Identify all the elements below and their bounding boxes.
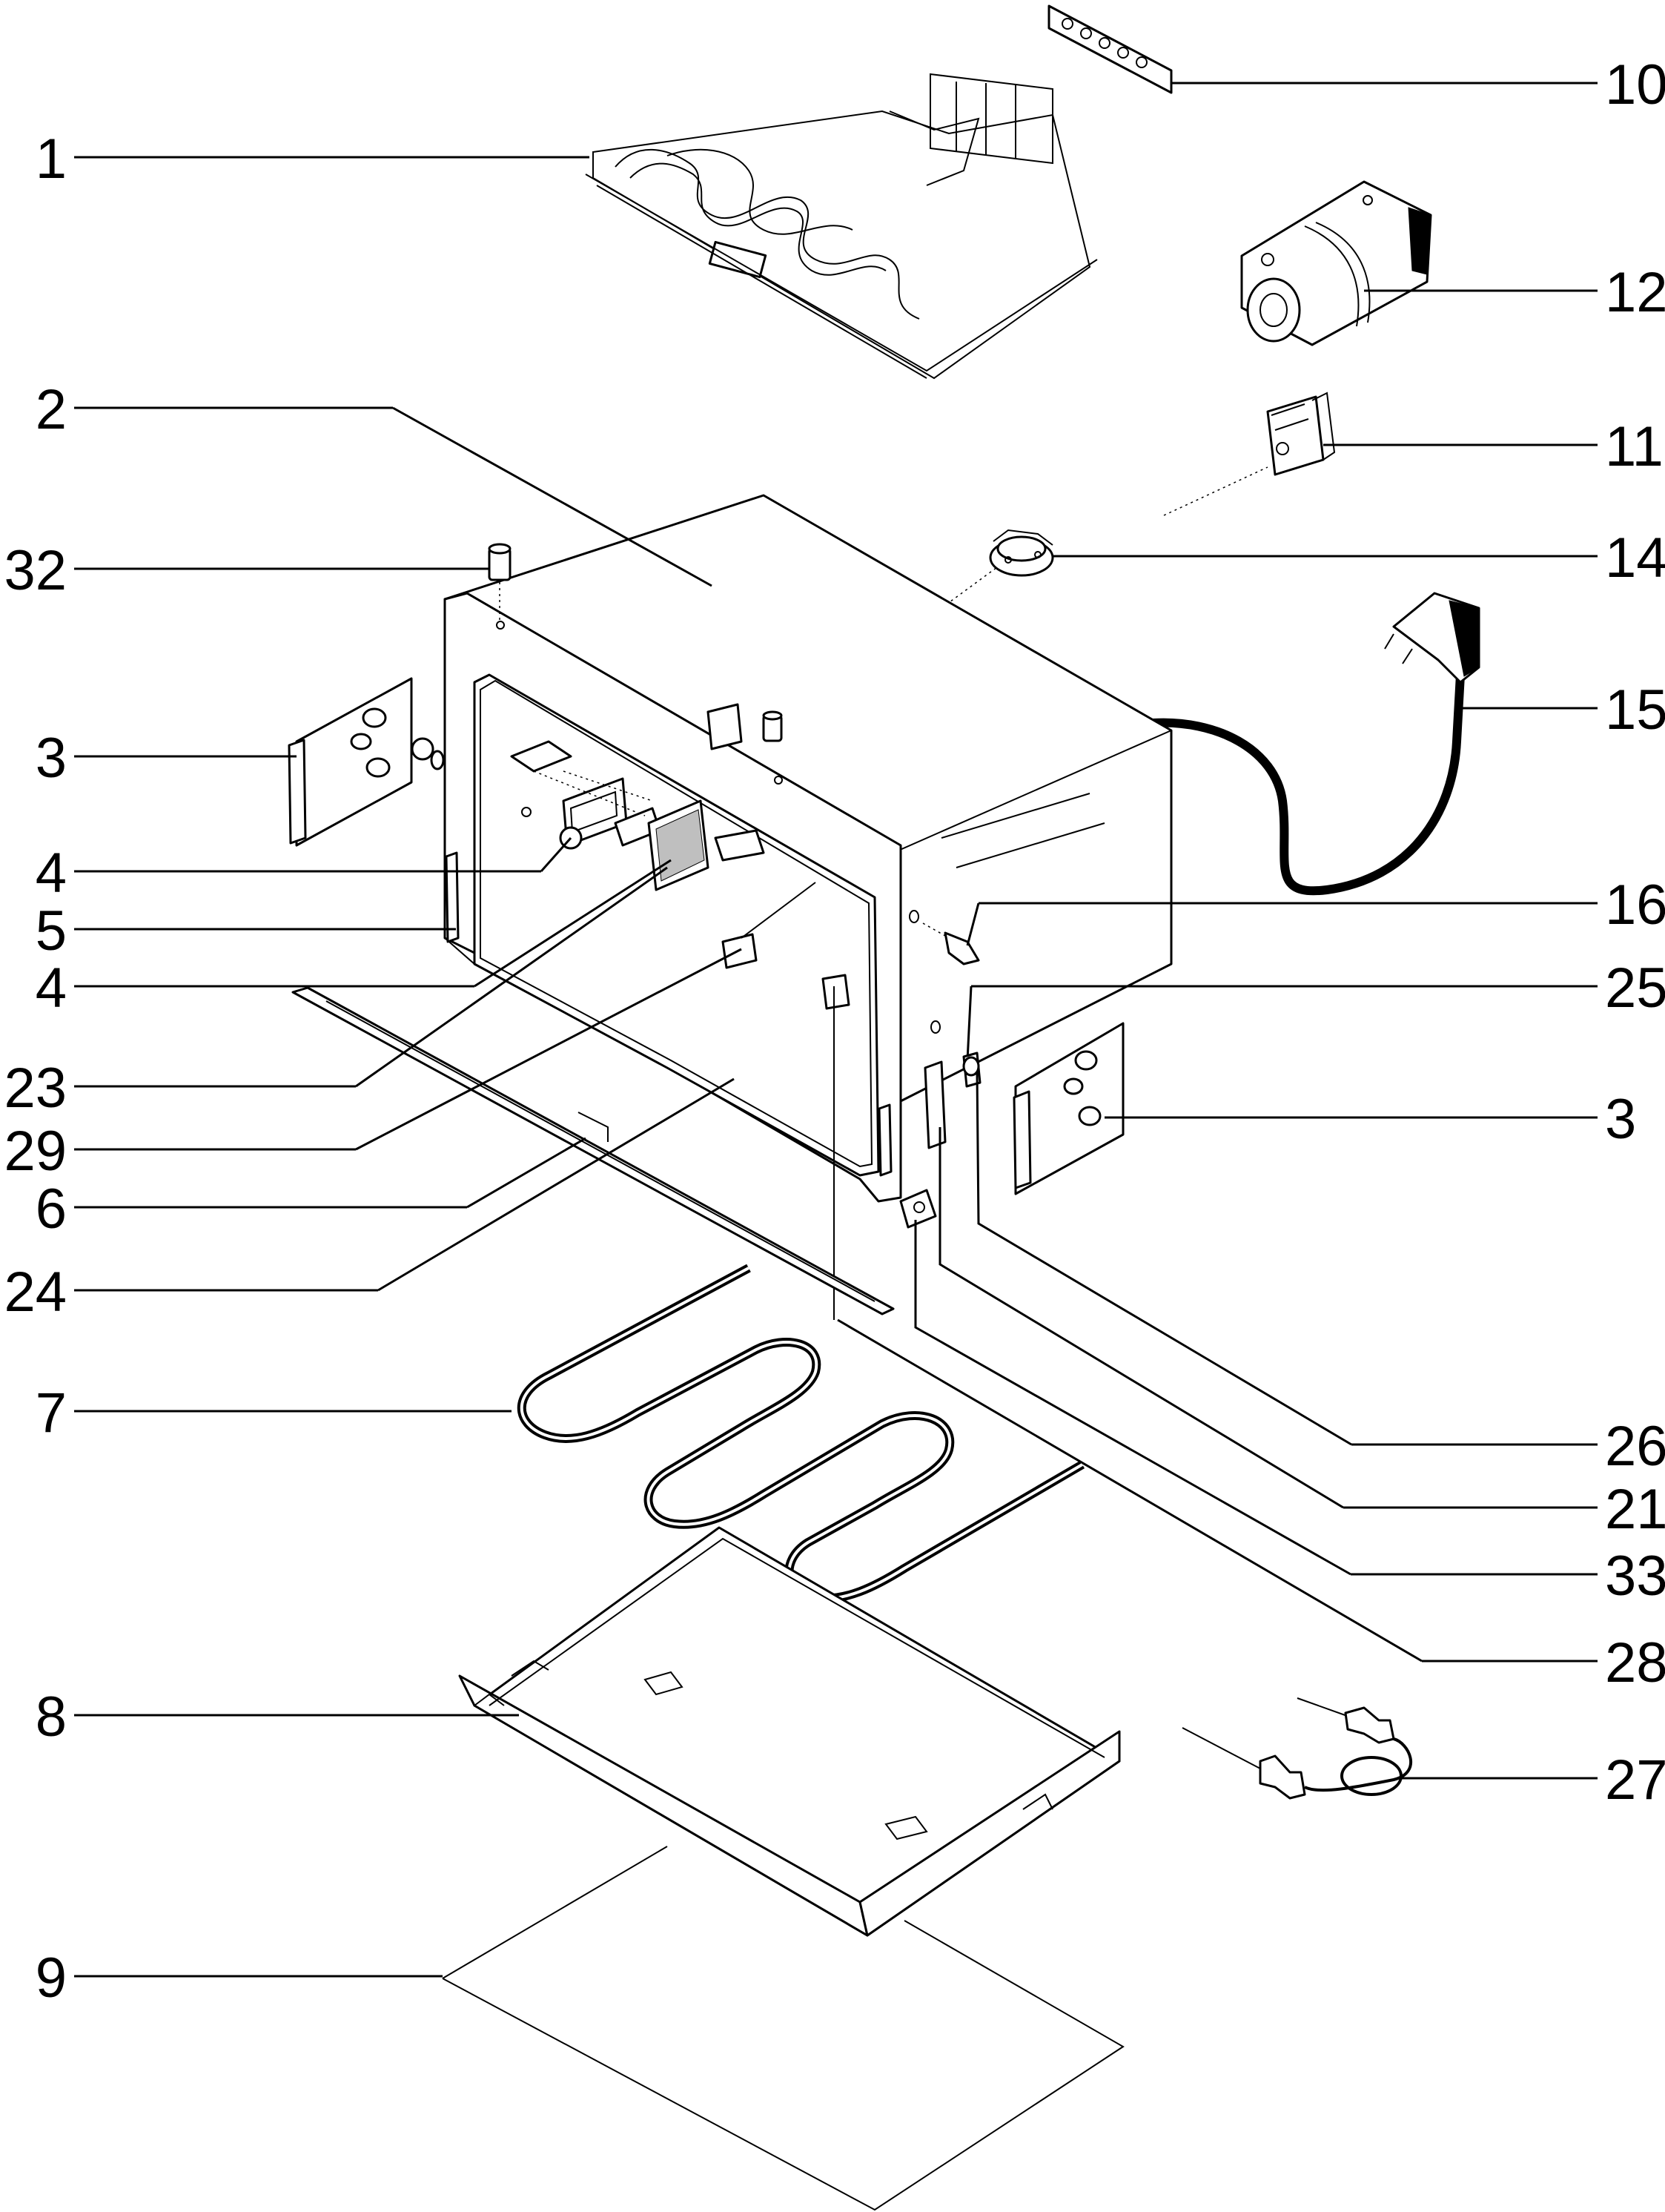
callout-12: 12 [1605,261,1665,324]
callout-8: 8 [36,1686,67,1749]
fan-motor [1240,180,1432,346]
left-side-panel [288,677,445,847]
callout-25: 25 [1605,957,1665,1020]
callout-15: 15 [1605,679,1665,742]
callout-6: 6 [36,1178,67,1241]
callout-4-lower: 4 [36,957,67,1020]
callout-11: 11 [1605,415,1664,478]
lamp-holder [909,910,980,965]
callout-29: 29 [4,1120,67,1183]
selector-switch [1266,392,1336,476]
insulation-sheet [442,1846,1125,2211]
callout-3-right: 3 [1605,1088,1636,1151]
callout-27: 27 [1605,1749,1665,1812]
callout-5: 5 [36,899,67,963]
callout-7: 7 [36,1381,67,1445]
bottom-heating-element [517,1264,1085,1603]
power-cord [1152,592,1480,896]
rear-wall-items [510,703,850,1320]
callout-23: 23 [4,1057,67,1120]
callout-1: 1 [36,128,67,191]
right-side-panel [1013,1022,1125,1195]
callout-4-upper: 4 [36,842,67,905]
callout-32: 32 [4,539,67,602]
callout-21: 21 [1605,1478,1665,1541]
meat-probe [1182,1697,1412,1800]
callout-3-left: 3 [36,727,67,790]
thermostat [989,529,1054,577]
callout-10: 10 [1605,53,1665,116]
callout-9: 9 [36,1947,67,2010]
bottom-tray [458,1526,1121,1937]
right-hinge [899,1051,982,1229]
shelf-rail [291,986,895,1315]
grill-heating-element [585,73,1098,380]
terminal-strip [1047,4,1173,94]
left-hinge-strip [445,851,893,1177]
callout-24: 24 [4,1261,67,1324]
callout-14: 14 [1605,526,1665,590]
callout-28: 28 [1605,1631,1665,1694]
callout-16: 16 [1605,874,1665,937]
spacer-nut [488,543,512,623]
callout-33: 33 [1605,1545,1665,1608]
callout-26: 26 [1605,1415,1665,1478]
callout-2: 2 [36,378,67,441]
